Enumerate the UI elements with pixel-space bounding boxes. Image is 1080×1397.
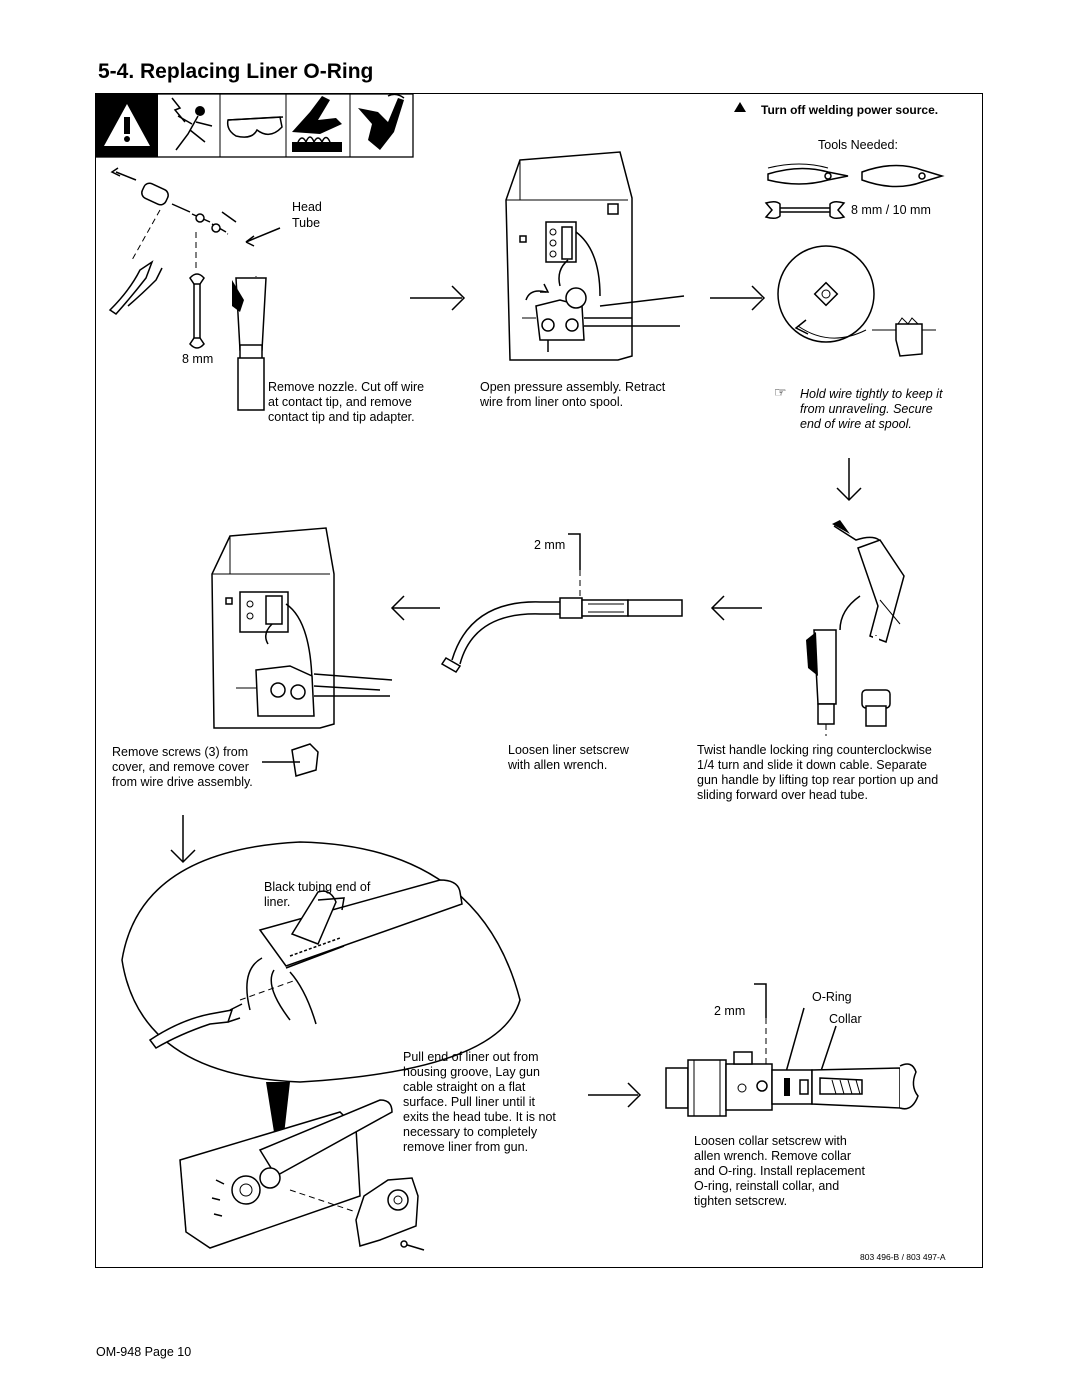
collar-label: Collar — [829, 1012, 862, 1026]
liner-pull-detail-oval — [121, 841, 521, 1083]
cutters-icon — [861, 164, 945, 188]
collar-oring-assembly-illustration — [665, 1007, 919, 1117]
procedure-frame — [95, 93, 983, 1268]
step-pull-liner: Pull end of liner out from housing groov… — [403, 1050, 556, 1154]
step-arrow-left-2 — [710, 595, 762, 621]
allen-wrench-2mm-top-label: 2 mm — [534, 538, 566, 552]
power-warning: Turn off welding power source. — [761, 103, 939, 117]
tube-label: Tube — [292, 216, 321, 230]
step-open-pressure: Open pressure assembly. Retract wire fro… — [480, 380, 666, 409]
electric-shock-icon — [171, 97, 213, 151]
wrench-8mm-illustration — [189, 273, 205, 349]
oring-label: O-Ring — [812, 990, 852, 1004]
part-numbers: 803 496-B / 803 497-A — [860, 1252, 946, 1262]
note-hold-wire: Hold wire tightly to keep it from unrave… — [800, 387, 943, 431]
gun-handle-separation-illustration — [806, 520, 905, 736]
step-loosen-liner: Loosen liner setscrew with allen wrench. — [508, 743, 629, 772]
gun-liner-tube-illustration — [440, 597, 683, 673]
wrench-8mm-label: 8 mm — [182, 352, 214, 366]
head-label: Head — [292, 200, 322, 214]
warning-triangle-icon — [96, 94, 158, 157]
black-tubing-label: Black tubing end of liner. — [264, 880, 371, 909]
wire-feeder-cover-illustration — [211, 527, 393, 777]
wire-feeder-illustration — [505, 151, 685, 361]
wire-spool-illustration — [777, 245, 936, 357]
drive-cover-illustration — [355, 1177, 425, 1251]
page-footer: OM-948 Page 10 — [96, 1345, 192, 1359]
note-hand-icon: ☞ — [774, 384, 787, 400]
allen-wrench-2mm-bottom-label: 2 mm — [714, 1004, 746, 1018]
moving-parts-icon — [358, 93, 405, 150]
step-arrow-down-2 — [170, 815, 196, 864]
allen-wrench-2mm-top — [568, 533, 581, 598]
step-twist-handle: Twist handle locking ring counterclockwi… — [697, 743, 939, 802]
pliers-illustration — [108, 260, 163, 315]
step-arrow-down-1 — [836, 458, 862, 502]
safety-glasses-icon — [226, 116, 284, 138]
wrench-size-label: 8 mm / 10 mm — [851, 203, 931, 217]
step-remove-screws: Remove screws (3) from cover, and remove… — [112, 745, 253, 789]
warning-bullet-icon — [734, 102, 746, 112]
pliers-icon — [767, 163, 849, 185]
gun-disassembly-illustration — [110, 167, 281, 411]
step-remove-nozzle: Remove nozzle. Cut off wire at contact t… — [268, 380, 425, 424]
step-arrow-left-1 — [390, 595, 440, 621]
open-end-wrench-icon — [764, 200, 846, 220]
tools-needed-label: Tools Needed: — [818, 138, 898, 152]
section-title: 5-4. Replacing Liner O-Ring — [98, 60, 374, 83]
hot-parts-icon — [292, 96, 342, 152]
gun-body-illustration — [179, 1082, 393, 1249]
step-arrow-right-2 — [710, 285, 766, 311]
step-arrow-right-3 — [588, 1082, 642, 1108]
safety-icon-strip — [95, 93, 414, 158]
step-loosen-collar: Loosen collar setscrew with allen wrench… — [694, 1134, 865, 1208]
step-arrow-right-1 — [410, 285, 466, 311]
